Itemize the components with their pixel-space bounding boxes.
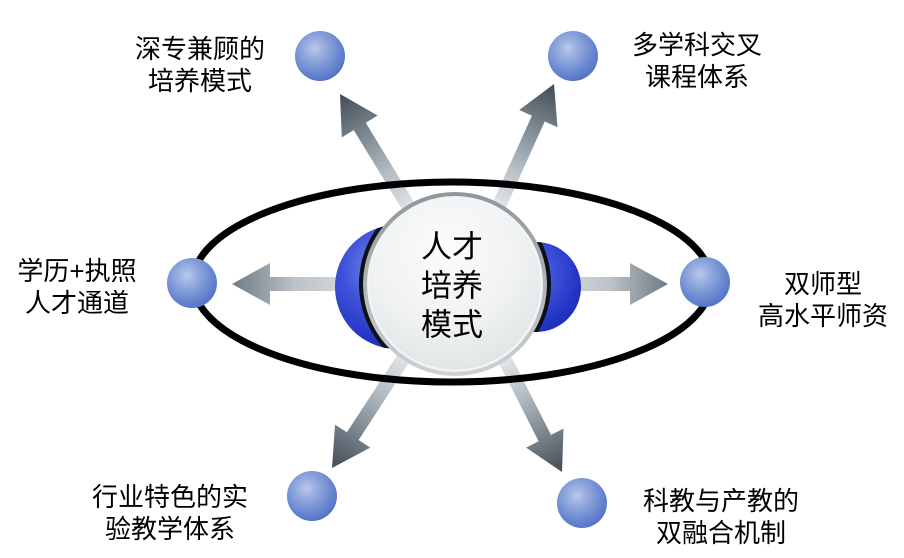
label-line: 培养模式 <box>147 66 253 96</box>
node-label-top-left: 深专兼顾的 培养模式 <box>135 33 265 97</box>
node-sphere-top-left <box>295 31 345 81</box>
node-label-right: 双师型 高水平师资 <box>758 268 888 332</box>
label-line: 双师型 <box>783 269 863 299</box>
node-label-bottom-right: 科教与产教的 双融合机制 <box>643 485 799 549</box>
label-line: 验教学体系 <box>104 514 236 544</box>
label-line: 人才通道 <box>24 288 129 318</box>
node-sphere-bottom-right <box>557 478 607 528</box>
label-line: 双融合机制 <box>655 518 787 548</box>
arrow-top-left <box>340 94 430 236</box>
node-label-left: 学历+执照 人才通道 <box>17 255 136 319</box>
arrow-bottom-right <box>487 334 564 472</box>
label-line: 深专兼顾的 <box>134 34 266 64</box>
arrow-top-right <box>481 84 558 233</box>
node-label-bottom-left: 行业特色的实 验教学体系 <box>92 481 248 545</box>
label-line: 高水平师资 <box>757 301 889 331</box>
center-label-line: 模式 <box>421 307 483 343</box>
node-sphere-right <box>680 257 730 307</box>
label-line: 多学科交叉 <box>631 30 763 60</box>
label-line: 行业特色的实 <box>91 482 249 512</box>
arrow-bottom-left <box>332 332 424 468</box>
node-sphere-bottom-left <box>287 471 337 521</box>
center-label-line: 人才 <box>421 229 483 265</box>
label-line: 课程体系 <box>644 62 750 92</box>
node-sphere-left <box>167 258 217 308</box>
center-circle-label: 人才 培养 模式 <box>421 228 483 345</box>
node-sphere-top-right <box>548 31 598 81</box>
arrow-right <box>554 263 668 305</box>
center-circle <box>369 198 541 370</box>
arrow-left <box>232 263 356 305</box>
node-label-top-right: 多学科交叉 课程体系 <box>632 29 762 93</box>
label-line: 学历+执照 <box>17 256 137 286</box>
center-label-line: 培养 <box>421 268 483 304</box>
label-line: 科教与产教的 <box>642 486 800 516</box>
